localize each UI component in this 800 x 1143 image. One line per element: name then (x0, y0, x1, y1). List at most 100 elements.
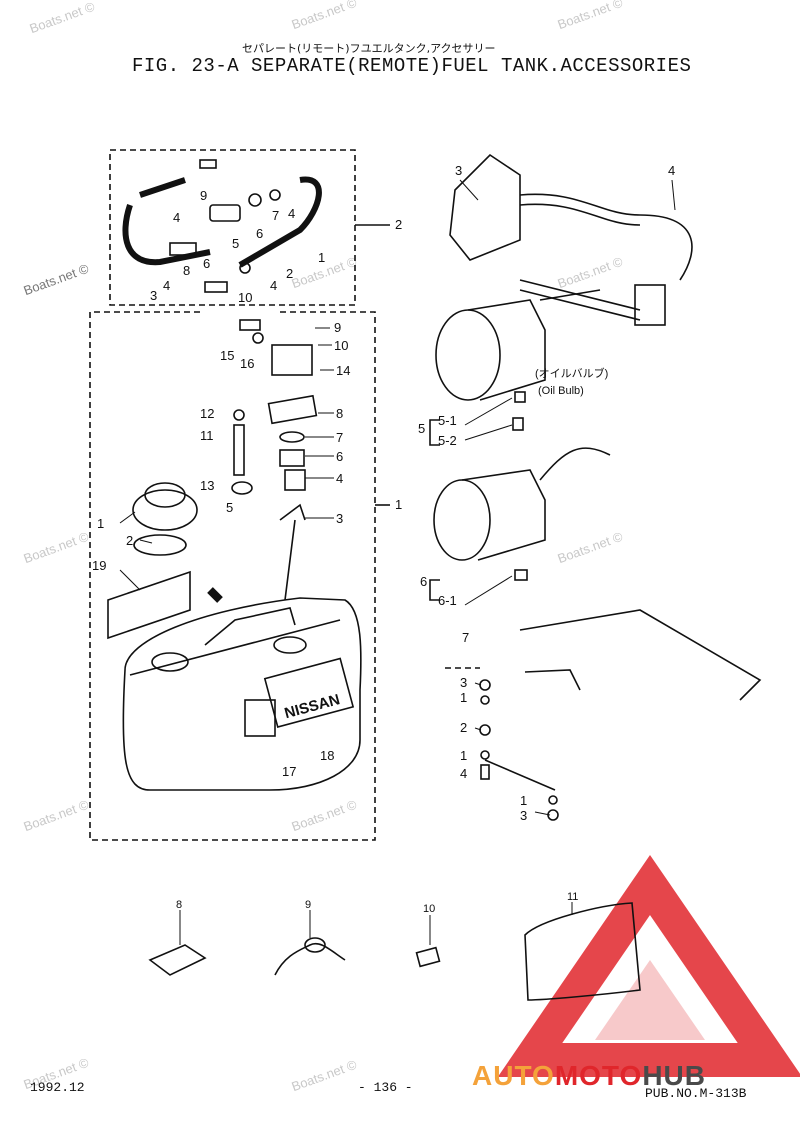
pipe-11 (233, 424, 245, 476)
callout-6: 6 (336, 449, 343, 464)
float-arm-3 (279, 503, 306, 521)
spring-9 (274, 942, 346, 976)
logo-text-moto: MOTO (554, 1060, 643, 1091)
element-4 (284, 469, 306, 491)
clamp (239, 262, 251, 274)
washer-1 (548, 795, 558, 805)
fuel-hose (139, 176, 322, 268)
callout-1: 1 (520, 793, 527, 808)
footer-date: 1992.12 (30, 1080, 85, 1095)
cap-12 (233, 409, 245, 421)
figure-title: FIG. 23-A SEPARATE(REMOTE)FUEL TANK.ACCE… (132, 55, 692, 77)
callout-8: 8 (183, 263, 190, 278)
bag-11 (524, 902, 641, 1001)
bracket-5 (429, 419, 440, 446)
o-ring-16 (252, 332, 264, 344)
logo-text-hub: HUB (642, 1060, 706, 1091)
connector-10 (204, 281, 228, 293)
callout-5-2: 5-2 (438, 433, 457, 448)
callout-4: 4 (460, 766, 467, 781)
callouts-bracket-group: 7 3 1 2 1 4 1 3 (460, 630, 527, 823)
callouts-hose-group: 9 4 7 4 5 6 1 8 6 2 3 4 4 10 2 (150, 188, 402, 305)
callout-2: 2 (395, 217, 402, 232)
wire-harness-4 (519, 193, 693, 281)
motor-outline (519, 609, 762, 701)
oil-bulb-label-jp: (オイルバルブ) (535, 366, 608, 380)
callout-9: 9 (305, 899, 311, 911)
gasket-2 (133, 534, 187, 556)
callout-4: 4 (163, 278, 170, 293)
automotohub-logo: AUTOMOTOHUB (472, 1060, 706, 1092)
bulb-5-1 (514, 391, 526, 403)
gauge-cover-14 (271, 344, 313, 376)
callout-2: 2 (286, 266, 293, 281)
fuel-hose (122, 204, 211, 266)
callout-18: 18 (320, 748, 334, 763)
callout-16: 16 (240, 356, 254, 371)
callout-8: 8 (336, 406, 343, 421)
figure-subtitle-jp: セパレート(リモート)フユエルタンク,アクセサリー (242, 42, 496, 55)
callout-13: 13 (200, 478, 214, 493)
callout-19: 19 (92, 558, 106, 573)
gauge-housing (467, 299, 546, 401)
callout-8: 8 (176, 899, 182, 911)
callout-7: 7 (462, 630, 469, 645)
footer-pub-number: PUB.NO.M-313B (645, 1086, 747, 1101)
brand-plate-18 (263, 657, 355, 728)
gauge-wires (519, 279, 641, 321)
float-6 (279, 449, 305, 467)
wire-harness (519, 203, 641, 226)
callout-2: 2 (460, 720, 467, 735)
hose-clamp (248, 193, 262, 207)
primer-bulb (209, 204, 241, 222)
callout-15: 15 (220, 348, 234, 363)
filter-13 (231, 481, 253, 495)
callout-5: 5 (226, 500, 233, 515)
gauge-opening (273, 636, 307, 654)
callout-1: 1 (460, 690, 467, 705)
gasket-8 (267, 394, 318, 425)
callout-1: 1 (395, 497, 402, 512)
washer-1 (480, 695, 490, 705)
accessory-8 (148, 944, 207, 976)
gauge-wire (539, 447, 611, 481)
callout-5: 5 (232, 236, 239, 251)
logo-triangle-inner-icon (595, 960, 705, 1040)
callout-4: 4 (668, 163, 675, 178)
callout-1: 1 (318, 250, 325, 265)
gauge-housing (461, 469, 546, 561)
callout-10: 10 (334, 338, 348, 353)
logo-triangle-icon (497, 854, 800, 1077)
callout-11: 11 (200, 428, 214, 443)
spring-coil (304, 937, 326, 953)
vent-plug (207, 587, 223, 603)
callout-3: 3 (460, 675, 467, 690)
washer-1 (480, 750, 490, 760)
fitting-15 (239, 319, 261, 331)
callout-1: 1 (97, 516, 104, 531)
callout-6: 6 (203, 256, 210, 271)
hose-connector (199, 159, 217, 169)
remote-control-3 (449, 153, 521, 261)
callout-7: 7 (272, 208, 279, 223)
callout-9: 9 (200, 188, 207, 203)
callout-5: 5 (418, 421, 425, 436)
hose-assembly-box (109, 149, 356, 306)
callout-6-1: 6-1 (438, 593, 457, 608)
link-rod (484, 759, 556, 791)
connector (169, 242, 197, 256)
tank-edge (129, 619, 341, 676)
label-19 (107, 570, 191, 640)
callout-3: 3 (520, 808, 527, 823)
callout-12: 12 (200, 406, 214, 421)
callout-10: 10 (238, 290, 252, 305)
callout-1: 1 (460, 748, 467, 763)
tank-cap-1 (132, 489, 198, 531)
o-ring (269, 189, 281, 201)
callout-3: 3 (150, 288, 157, 303)
callout-17: 17 (282, 764, 296, 779)
tank-cap-top (144, 482, 186, 508)
fuel-tank-body (122, 597, 362, 791)
nut-3 (479, 679, 491, 691)
callout-5-1: 5-1 (438, 413, 457, 428)
